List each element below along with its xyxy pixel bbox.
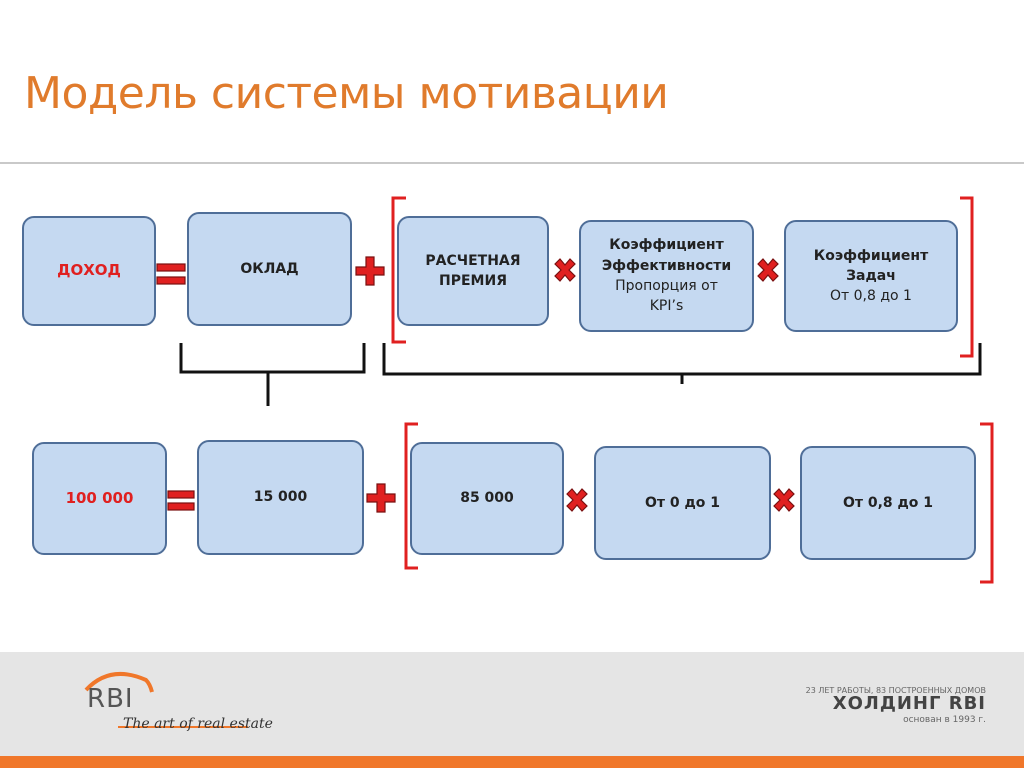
efficiency-label-line4: KPI’s <box>649 298 684 315</box>
footer <box>0 652 1024 756</box>
task-coefficient-box: Коэффициент Задач От 0,8 до 1 <box>784 220 958 332</box>
holding-name: ХОЛДИНГ RBI <box>832 693 986 714</box>
efficiency-value-box: От 0 до 1 <box>594 446 771 560</box>
multiply-icon <box>757 258 779 282</box>
plus-icon <box>366 483 396 513</box>
bonus-label-line1: РАСЧЕТНАЯ <box>425 252 521 269</box>
company-tagline: The art of real estate <box>123 716 273 732</box>
salary-value-box: 15 000 <box>197 440 364 555</box>
task-value: От 0,8 до 1 <box>842 494 934 511</box>
plus-icon <box>355 256 385 286</box>
holding-founded: основан в 1993 г. <box>903 715 986 725</box>
salary-box: ОКЛАД <box>187 212 352 326</box>
left-bracket-row2 <box>404 422 418 570</box>
task-label-line3: От 0,8 до 1 <box>830 288 912 305</box>
income-box: ДОХОД <box>22 216 156 326</box>
income-label: ДОХОД <box>57 261 121 280</box>
salary-label: ОКЛАД <box>240 260 299 277</box>
bonus-label-line2: ПРЕМИЯ <box>439 273 507 289</box>
efficiency-label-line3: Пропорция от <box>615 278 718 294</box>
page-title: Модель системы мотивации <box>24 68 669 119</box>
bonus-value-box: 85 000 <box>410 442 564 555</box>
efficiency-label-line2: Эффективности <box>601 257 732 274</box>
task-value-box: От 0,8 до 1 <box>800 446 976 560</box>
income-value-box: 100 000 <box>32 442 167 555</box>
income-value: 100 000 <box>65 488 134 507</box>
bonus-value: 85 000 <box>460 490 514 507</box>
multiply-icon <box>566 488 588 512</box>
efficiency-value: От 0 до 1 <box>644 494 721 511</box>
company-logo: RBI <box>87 684 134 714</box>
multiply-icon <box>773 488 795 512</box>
left-bracket-row1 <box>391 196 406 344</box>
task-label-line2: Задач <box>846 267 896 284</box>
bonus-box: РАСЧЕТНАЯ ПРЕМИЯ <box>397 216 549 326</box>
task-label-line1: Коэффициент <box>813 247 929 264</box>
right-bracket-row2 <box>980 422 994 584</box>
multiply-icon <box>554 258 576 282</box>
efficiency-coefficient-box: Коэффициент Эффективности Пропорция от K… <box>579 220 754 332</box>
salary-brace <box>179 343 366 406</box>
efficiency-label-line1: Коэффициент <box>609 237 724 254</box>
equals-icon <box>167 490 195 511</box>
footer-accent-stripe <box>0 756 1024 768</box>
equals-icon <box>156 263 186 285</box>
salary-value: 15 000 <box>253 489 308 506</box>
bonus-brace <box>382 343 982 384</box>
holding-caption: 23 ЛЕТ РАБОТЫ, 83 ПОСТРОЕННЫХ ДОМОВ <box>805 686 986 695</box>
right-bracket-row1 <box>960 196 974 358</box>
title-divider <box>0 162 1024 164</box>
